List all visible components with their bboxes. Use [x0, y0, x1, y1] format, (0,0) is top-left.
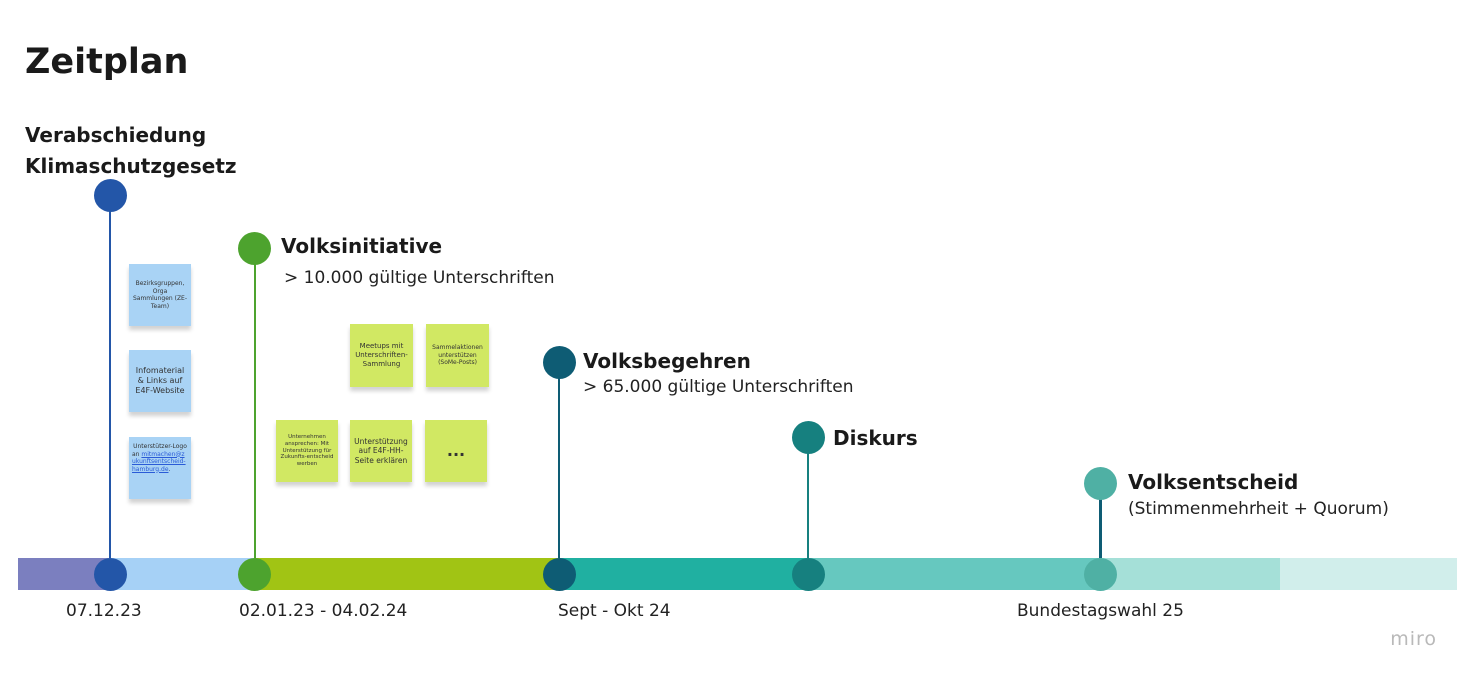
milestone-volksinitiative-line — [254, 248, 256, 574]
milestone-volksbegehren-sub: > 65.000 gültige Unterschriften — [583, 377, 854, 397]
timeline-segment-4 — [559, 558, 808, 590]
page-title: Zeitplan — [25, 42, 189, 82]
milestone-volksentscheid-sub: (Stimmenmehrheit + Quorum) — [1128, 499, 1389, 519]
sticky-note-sammelaktionen[interactable]: Sammelaktionen unterstützen (SoMe-Posts) — [426, 324, 489, 387]
timeline-dot-volksinitiative[interactable] — [238, 558, 271, 591]
sticky-note-meetups[interactable]: Meetups mit Unterschriften-Sammlung — [350, 324, 413, 387]
timeline-dot-volksbegehren[interactable] — [543, 558, 576, 591]
miro-logo: miro — [1390, 628, 1437, 650]
milestone-volksentscheid-dot[interactable] — [1084, 467, 1117, 500]
timeline-date-2: 02.01.23 - 04.02.24 — [239, 601, 408, 621]
milestone-volksinitiative-sub: > 10.000 gültige Unterschriften — [284, 268, 555, 288]
milestone-diskurs-dot[interactable] — [792, 421, 825, 454]
sticky-note-unterstuetzer-an: an — [132, 450, 140, 458]
timeline-dot-diskurs[interactable] — [792, 558, 825, 591]
milestone-volksbegehren-dot[interactable] — [543, 346, 576, 379]
timeline-dot-volksentscheid[interactable] — [1084, 558, 1117, 591]
milestone-diskurs-heading: Diskurs — [833, 426, 918, 450]
milestone-verabschiedung-label: Verabschiedung Klimaschutzgesetz — [25, 120, 237, 182]
sticky-note-email-link[interactable]: mitmachen@zukunftsentscheid-hamburg.de — [132, 450, 186, 473]
milestone-verabschiedung-line1: Verabschiedung — [25, 123, 207, 147]
sticky-note-unterstuetzer-contact: an mitmachen@zukunftsentscheid-hamburg.d… — [132, 451, 188, 474]
sticky-note-unterstuetzer-period: . — [168, 465, 171, 473]
timeline-segment-7 — [1280, 558, 1457, 590]
milestone-verabschiedung-dot[interactable] — [94, 179, 127, 212]
milestone-diskurs-line — [807, 437, 809, 574]
sticky-note-unterstuetzer-logo[interactable]: Unterstützer-Logo an mitmachen@zukunftse… — [129, 437, 191, 499]
timeline-date-3: Sept - Okt 24 — [558, 601, 671, 621]
sticky-note-unterstuetzer-title: Unterstützer-Logo — [133, 443, 187, 450]
milestone-verabschiedung-line — [109, 196, 111, 574]
milestone-volksentscheid-heading: Volksentscheid — [1128, 470, 1299, 494]
sticky-note-bezirksgruppen[interactable]: Bezirksgruppen, Orga Sammlungen (ZE-Team… — [129, 264, 191, 326]
timeline-date-1: 07.12.23 — [66, 601, 142, 621]
milestone-volksbegehren-heading: Volksbegehren — [583, 349, 751, 373]
sticky-note-ellipsis[interactable]: ... — [425, 420, 487, 482]
milestone-volksinitiative-dot[interactable] — [238, 232, 271, 265]
sticky-note-infomaterial[interactable]: Infomaterial & Links auf E4F-Website — [129, 350, 191, 412]
milestone-verabschiedung-line2: Klimaschutzgesetz — [25, 154, 237, 178]
timeline-segment-6 — [1100, 558, 1280, 590]
timeline-date-4: Bundestagswahl 25 — [1017, 601, 1184, 621]
sticky-note-unterstuetzung[interactable]: Unterstützung auf E4F-HH-Seite erklären — [350, 420, 412, 482]
milestone-volksinitiative-heading: Volksinitiative — [281, 234, 443, 258]
timeline-segment-2 — [110, 558, 255, 590]
sticky-note-unternehmen[interactable]: Unternehmen ansprechen: Mit Unterstützun… — [276, 420, 338, 482]
milestone-volksbegehren-line — [558, 362, 560, 574]
milestone-volksentscheid-line — [1099, 484, 1102, 574]
timeline-dot-verabschiedung[interactable] — [94, 558, 127, 591]
timeline-segment-5 — [808, 558, 1100, 590]
timeline-segment-3 — [255, 558, 559, 590]
